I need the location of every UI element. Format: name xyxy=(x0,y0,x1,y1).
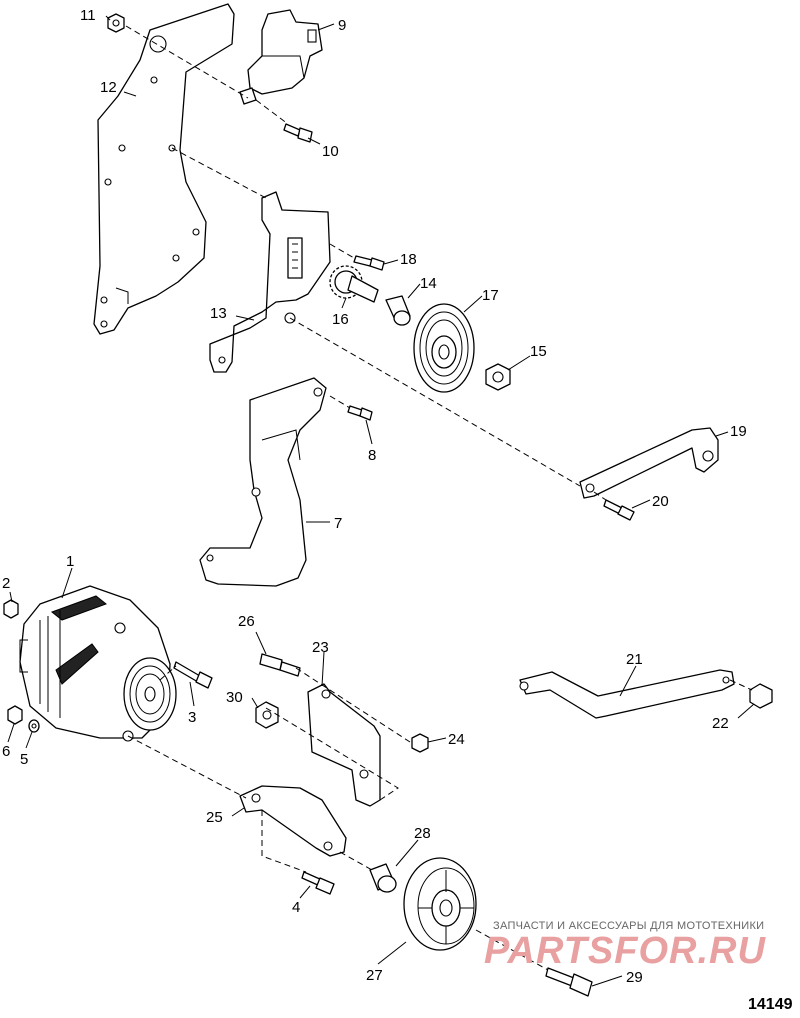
part-29-bolt xyxy=(545,967,593,997)
part-13-bracket xyxy=(209,191,331,373)
callout-3: 3 xyxy=(188,709,196,726)
callout-10: 10 xyxy=(322,143,339,160)
part-17-pulley xyxy=(413,303,475,393)
part-14-spacer xyxy=(385,295,411,326)
callout-25: 25 xyxy=(206,809,223,826)
callout-9: 9 xyxy=(338,17,346,34)
part-20-bolt xyxy=(603,499,635,521)
callout-17: 17 xyxy=(482,287,499,304)
callout-23: 23 xyxy=(312,639,329,656)
figure-id: 14149 xyxy=(748,996,793,1013)
callout-27: 27 xyxy=(366,967,383,984)
part-19-arm xyxy=(579,427,719,499)
callout-15: 15 xyxy=(530,343,547,360)
callout-30: 30 xyxy=(226,689,243,706)
callout-5: 5 xyxy=(20,751,28,768)
callout-29: 29 xyxy=(626,969,643,986)
callout-26: 26 xyxy=(238,613,255,630)
callout-2: 2 xyxy=(2,575,10,592)
part-24-nut xyxy=(411,733,429,753)
part-26-stud xyxy=(259,653,301,677)
callout-4: 4 xyxy=(292,899,300,916)
callout-28: 28 xyxy=(414,825,431,842)
part-7-bracket xyxy=(199,377,327,587)
callout-leader-lines xyxy=(7,15,755,987)
callout-12: 12 xyxy=(100,79,117,96)
part-22-nut xyxy=(749,683,773,709)
part-21-arm xyxy=(519,669,735,719)
callout-6: 6 xyxy=(2,743,10,760)
part-25-bracket-plate xyxy=(239,785,347,857)
callout-21: 21 xyxy=(626,651,643,668)
part-8-bolt xyxy=(347,405,373,421)
watermark-logo: PARTSFOR.RU xyxy=(484,930,766,972)
part-30-nut xyxy=(255,701,279,729)
part-15-nut xyxy=(485,363,511,391)
part-5-washer xyxy=(28,719,40,733)
callout-13: 13 xyxy=(210,305,227,322)
callout-20: 20 xyxy=(652,493,669,510)
part-1-alternator xyxy=(19,585,177,742)
part-9-bracket xyxy=(239,9,323,105)
part-3-bolt xyxy=(173,661,213,689)
part-2-nut xyxy=(3,599,19,619)
part-6-nut xyxy=(7,705,23,725)
callout-numbers: 1 2 3 4 5 6 7 8 9 10 11 12 13 14 15 16 1… xyxy=(2,7,747,986)
part-28-spacer xyxy=(369,863,397,893)
watermark-caption: ЗАПЧАСТИ И АКСЕССУАРЫ ДЛЯ МОТОТЕХНИКИ xyxy=(493,920,765,932)
part-16-toothed-wheel xyxy=(329,265,379,303)
assembly-dashed-lines xyxy=(125,25,753,971)
part-12-mounting-plate xyxy=(93,3,235,335)
callout-8: 8 xyxy=(368,447,376,464)
callout-1: 1 xyxy=(66,553,74,570)
callout-19: 19 xyxy=(730,423,747,440)
callout-18: 18 xyxy=(400,251,417,268)
part-18-bolt xyxy=(353,255,385,271)
callout-22: 22 xyxy=(712,715,729,732)
callout-11: 11 xyxy=(80,7,96,24)
part-11-nut xyxy=(107,13,125,33)
callout-24: 24 xyxy=(448,731,465,748)
callout-14: 14 xyxy=(420,275,437,292)
callout-7: 7 xyxy=(334,515,342,532)
part-23-bracket xyxy=(307,683,381,807)
part-27-idler-pulley xyxy=(403,857,477,951)
callout-16: 16 xyxy=(332,311,349,328)
part-10-bolt xyxy=(283,123,313,143)
part-4-bolt xyxy=(301,871,335,895)
